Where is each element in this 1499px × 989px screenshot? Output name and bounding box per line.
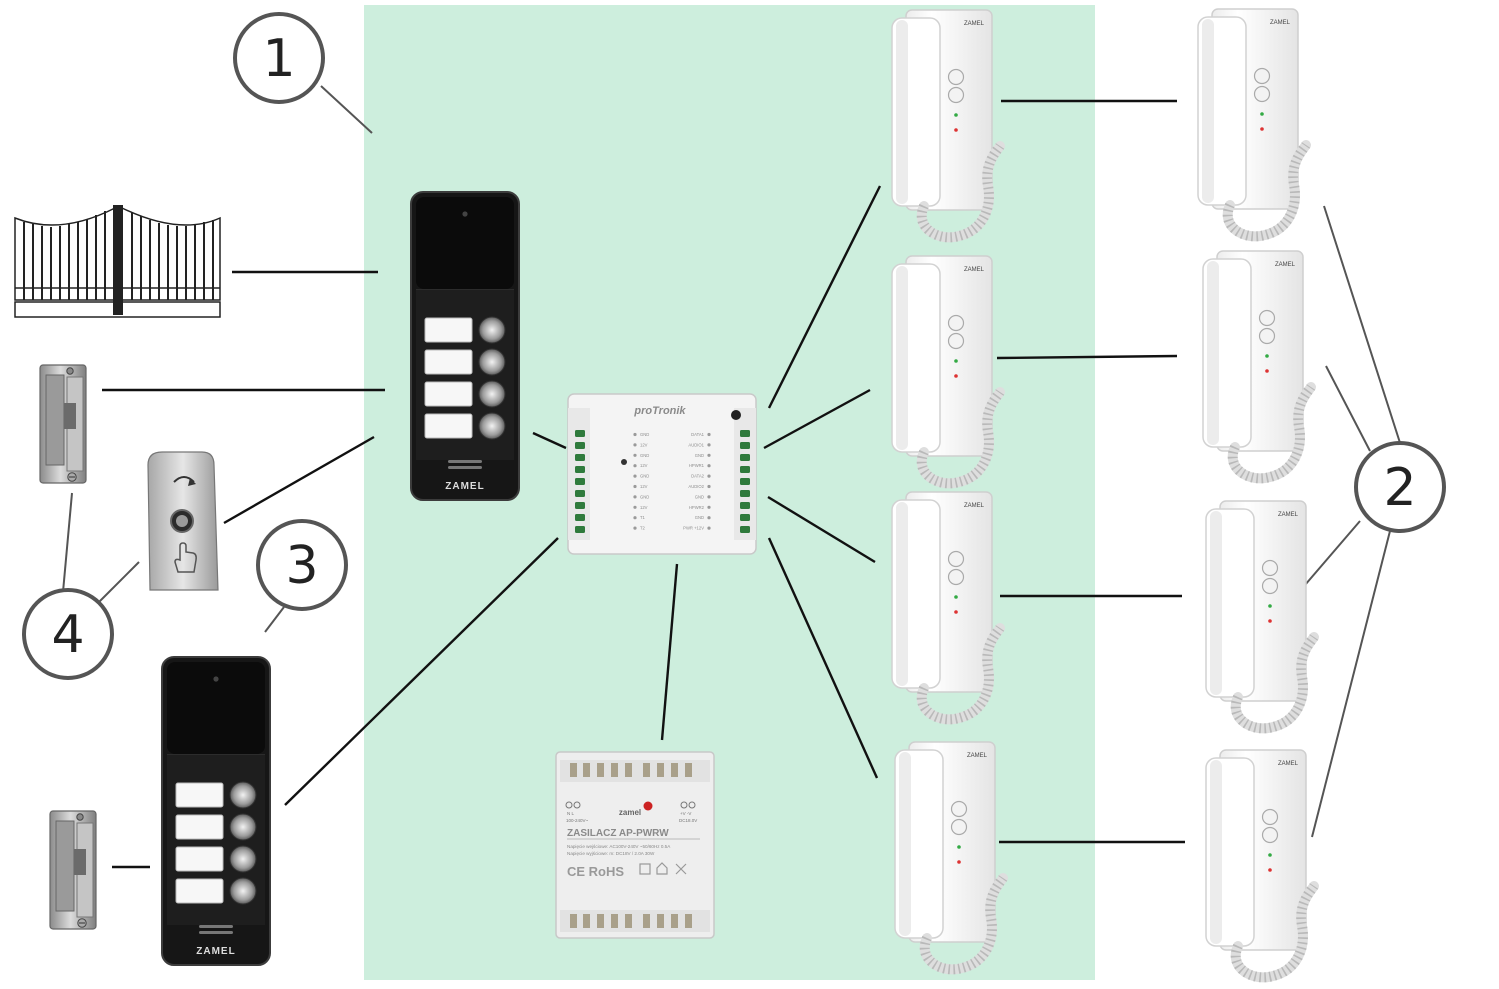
hub-terminal-label: GND [695,515,704,520]
hub-terminal-label: 12V [640,505,648,510]
hub-terminal-dot [707,464,711,468]
hub-terminal-label: 12V [640,442,648,447]
hub-terminal-label: 12V [640,463,648,468]
psu-out-terminals: +V -V [680,811,691,816]
hub-terminal-label: GND [640,432,649,437]
hub-terminal-dot [633,495,637,499]
svg-text:3: 3 [285,536,318,596]
svg-text:4: 4 [51,605,84,665]
wire-handset-pair-2 [996,354,1178,360]
hub-terminal-dot [633,516,637,520]
callout-1: 1 [233,12,325,104]
wire-hub-handset-1 [767,185,882,409]
hub-terminal-label: T1 [640,515,646,520]
hub-terminal-dot [707,443,711,447]
hub-terminal-dot [633,464,637,468]
callout-4: 4 [22,588,114,680]
wiring [102,99,1185,869]
hub-terminal-dot [707,474,711,478]
handset-icon [892,10,1000,237]
hub-terminal-dot [633,474,637,478]
panel-brand: ZAMEL [445,481,484,492]
wire-panel2-hub [284,537,559,806]
psu-in-terminals: N L [567,811,575,816]
hub-terminal-label: GND [695,453,704,458]
wire-hub-handset-4 [767,537,879,779]
psu-spec-line-1: Napięcie wejściowe: AC100V-240V ~50/60Hz… [567,844,671,849]
hub-terminal-label: GND [640,453,649,458]
hub-terminal-dot [707,484,711,489]
wire-hub-handset-3 [767,495,876,564]
hub-terminal-label: HPWR1 [689,463,705,468]
hub-terminal-dot [633,453,637,457]
door-panel-icon: ZAMEL [410,191,520,501]
handset-icon [892,492,1000,719]
wire-hub-handset-2 [763,388,871,450]
handset-icon [1198,9,1306,236]
hub-terminal-dot [707,526,711,530]
hub-terminal-label: GND [695,494,704,499]
svg-text:2: 2 [1383,458,1416,518]
hub-terminal-label: T2 [640,526,646,531]
gate-icon [14,205,221,318]
handset-icon [895,742,1003,969]
hub-terminal-dot [707,516,711,520]
hub-terminal-dot [707,453,711,457]
hub-terminal-dot [633,526,637,530]
hub-terminal-label: 12V [640,484,648,489]
hub-terminal-label: GND [640,474,649,479]
handset-icon [892,256,1000,483]
hub-terminal-label: DATA1 [691,432,705,437]
hub-terminal-dot [707,432,711,437]
door-panel-icon: ZAMEL [161,656,271,966]
panel-brand: ZAMEL [196,946,235,957]
electric-strike-icon [39,364,87,484]
wire-exit-button-panel [223,435,375,525]
hub-terminal-dot [633,484,637,489]
svg-text:1: 1 [262,29,295,89]
psu-brand: zamel [619,808,641,817]
hub-terminal-dot [633,443,637,447]
hub-terminal-label: HPWR2 [689,505,705,510]
psu-out-rating: DC18.0V [679,818,697,823]
psu-marks: CE RoHS [567,864,624,879]
hub-terminal-dot [633,432,637,437]
wire-panel-hub [532,431,567,450]
callout-3: 3 [256,519,348,611]
hub-terminal-dot [707,505,711,509]
power-supply-icon: zamel N L 100-240V~ +V -V DC18.0V ZASILA… [555,751,715,939]
hub-terminal-label: AUDIO1 [688,442,704,447]
handset-icon [1203,251,1311,478]
handset-icon [1206,501,1314,728]
hub-terminal-label: PWR +12V [683,526,704,531]
hub-terminal-dot [707,495,711,499]
callout-2: 2 [1354,441,1446,533]
psu-title: ZASILACZ AP-PWRW [567,828,669,839]
psu-in-rating: 100-240V~ [566,818,589,823]
exit-button-icon [147,451,219,591]
hub-terminal-dot [633,505,637,509]
handset-icon [1206,750,1314,977]
electric-strike-icon [49,810,97,930]
wire-hub-psu [660,563,679,741]
hub-brand: proTronik [633,405,686,417]
psu-spec-line-2: Napięcie wyjściowe: m: DC18V / 2.0A 30W [567,851,655,856]
hub-terminal-label: DATA2 [691,474,705,479]
hub-terminal-label: GND [640,494,649,499]
callout-leaders [62,85,1402,838]
hub-terminal-label: AUDIO2 [688,484,704,489]
